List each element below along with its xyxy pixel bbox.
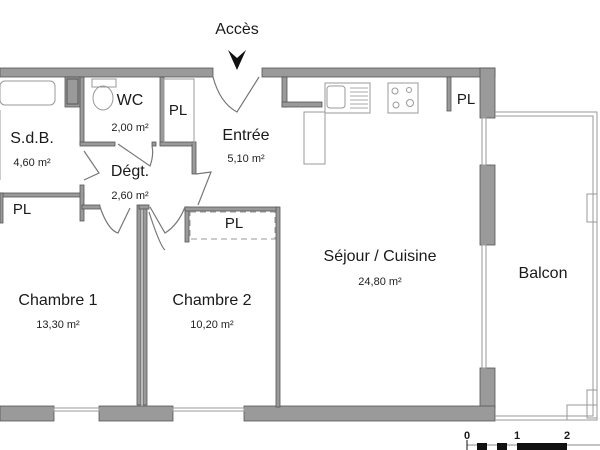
room-area-sejour: 24,80 m²: [358, 276, 402, 288]
room-name-chambre2: Chambre 2: [172, 292, 252, 309]
access-arrow-icon: [228, 50, 246, 70]
room-name-sdb: S.d.B.: [10, 130, 54, 147]
window-bottom-2: [172, 407, 245, 412]
room-area-wc: 2,00 m²: [111, 122, 149, 134]
wall-bottom-2: [98, 405, 174, 422]
kitchen-sink: [324, 82, 371, 114]
room-name-chambre1: Chambre 1: [18, 292, 98, 309]
wall-right-bottom: [479, 367, 496, 409]
wall-top-left: [0, 67, 214, 78]
room-name-wc: WC: [116, 92, 144, 109]
scale-tick-2: 2: [563, 430, 571, 442]
room-name-sejour: Séjour / Cuisine: [323, 248, 437, 265]
room-name-entree: Entrée: [222, 127, 270, 144]
wc-door: [117, 143, 154, 167]
window-bottom-1: [53, 407, 100, 412]
closet-label-kitchen: PL: [456, 91, 476, 108]
toilet-tank: [91, 78, 117, 88]
balcony-railing: [495, 111, 598, 421]
scale-bar: [466, 440, 600, 450]
cooktop: [387, 82, 419, 114]
bathtub: [0, 80, 56, 106]
closet-label-sdb: PL: [12, 201, 32, 218]
room-area-entree: 5,10 m²: [227, 153, 265, 165]
room-area-degt: 2,60 m²: [111, 190, 149, 202]
window-right-2: [481, 244, 487, 369]
wall-bottom-1: [0, 405, 55, 422]
wall-top-right: [261, 67, 496, 78]
window-right-1: [481, 117, 487, 166]
room-name-degt: Dégt.: [110, 163, 150, 180]
room-area-chambre2: 10,20 m²: [190, 319, 234, 331]
entry-door: [212, 76, 260, 113]
scale-tick-0: 0: [463, 430, 471, 442]
room-area-sdb: 4,60 m²: [13, 157, 51, 169]
room-area-chambre1: 13,30 m²: [36, 319, 80, 331]
closet-label-sejour: PL: [224, 215, 244, 232]
access-label: Accès: [215, 21, 259, 38]
scale-tick-1: 1: [513, 430, 521, 442]
toilet-bowl: [92, 85, 114, 111]
room-name-balcon: Balcon: [518, 265, 568, 282]
wall-right-top: [479, 67, 496, 119]
wall-bottom-3: [243, 405, 496, 422]
wall-right-mid: [479, 164, 496, 246]
closet-label-entree: PL: [168, 102, 188, 119]
